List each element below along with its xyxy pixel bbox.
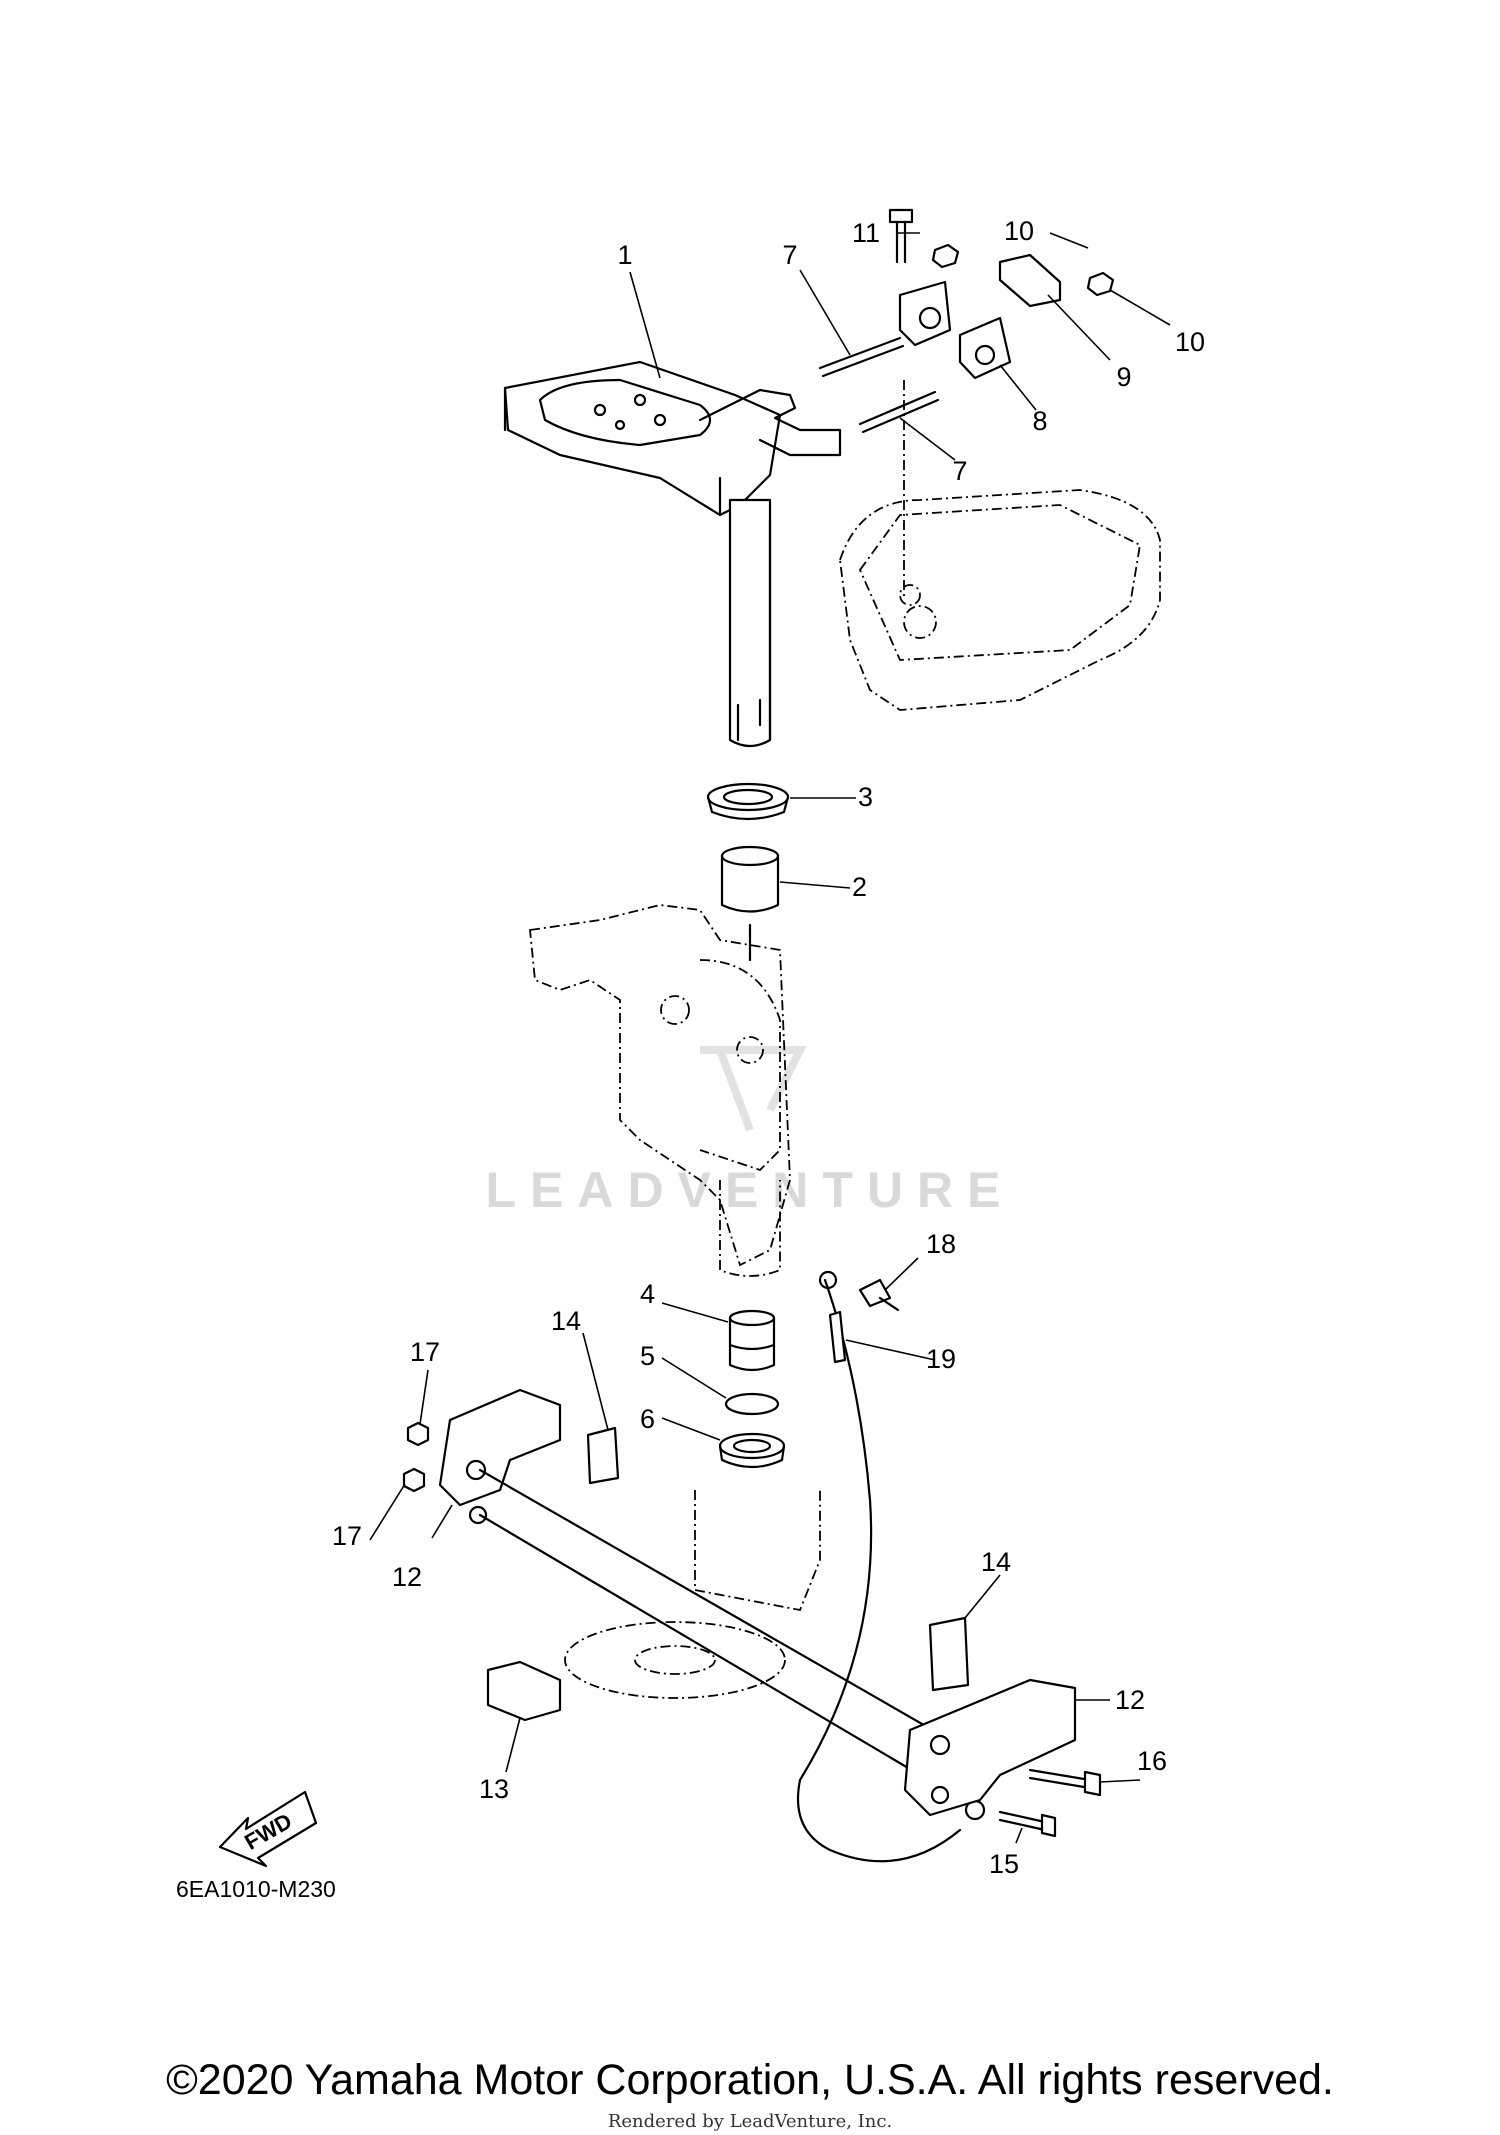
callout-9: 9 [1116,362,1131,392]
bushing-3 [706,782,790,821]
bushing-4 [728,1309,776,1372]
upper-mounts [898,280,1012,380]
swivel-bracket-outline [529,904,791,1277]
callout-18: 18 [926,1229,956,1259]
callout-10-lower: 10 [1175,327,1205,357]
stopper-block-14-right [928,1616,970,1692]
callout-14-left: 14 [551,1306,581,1336]
callout-5: 5 [640,1341,655,1371]
nuts [931,243,1115,297]
callout-7-upper: 7 [782,240,797,270]
watermark-text: LEADVENTURE [485,1162,1014,1218]
callout-17-upper: 17 [410,1337,440,1367]
callout-10-upper: 10 [1004,216,1034,246]
callout-2: 2 [852,872,867,902]
lower-bracket-outline [564,1490,821,1699]
callout-13: 13 [479,1774,509,1804]
forward-arrow-icon: FWD [218,1790,318,1868]
block-13 [486,1660,562,1722]
callout-1: 1 [617,240,632,270]
watermark-logo [700,1046,807,1132]
engine-base-outline [839,489,1161,711]
nuts-17 [402,1421,430,1493]
stopper-rods [478,1468,952,1777]
callout-6: 6 [640,1404,655,1434]
stopper-bracket-right [903,1678,1077,1817]
callout-16: 16 [1137,1746,1167,1776]
callout-19: 19 [926,1344,956,1374]
callout-14-right: 14 [981,1547,1011,1577]
steering-bracket [503,360,842,748]
copyright-notice: ©2020 Yamaha Motor Corporation, U.S.A. A… [166,2056,1334,2104]
seal-6 [718,1432,786,1469]
callout-3: 3 [858,782,873,812]
callout-12-left: 12 [392,1562,422,1592]
mount-plate [998,253,1062,308]
ground-lead [796,1270,986,1863]
o-ring-5 [724,1392,780,1416]
callout-labels: 1 3 2 4 5 6 7 7 8 9 10 10 11 12 12 13 14… [332,216,1205,1879]
bolts-15-16 [998,1768,1102,1838]
callout-7-lower: 7 [952,456,967,486]
bushing-2 [720,845,780,962]
callout-4: 4 [640,1279,655,1309]
bolt-18 [858,1278,900,1312]
stopper-block-14-left [586,1426,620,1485]
callout-12-right: 12 [1115,1685,1145,1715]
diagram-code: 6EA1010-M230 [176,1876,336,1902]
leader-lines [369,232,1171,1844]
bolt-11 [888,208,914,264]
mount-studs [818,336,940,434]
callout-11: 11 [852,218,880,248]
callout-8: 8 [1032,406,1047,436]
stopper-bracket-left [438,1388,562,1525]
callout-17-lower: 17 [332,1521,362,1551]
callout-15: 15 [989,1849,1019,1879]
rendered-by-credit: Rendered by LeadVenture, Inc. [607,2111,893,2132]
